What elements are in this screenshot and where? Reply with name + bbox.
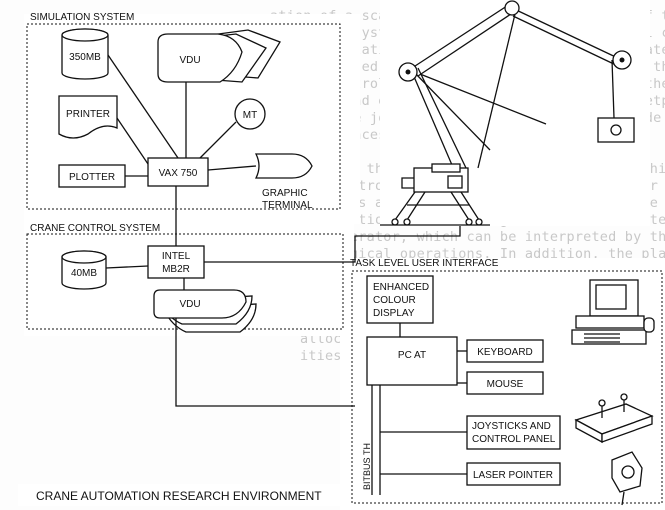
graphic-terminal-line2: TERMINAL <box>262 200 313 211</box>
caption-bg <box>18 484 348 506</box>
pc-workstation-illustration <box>571 279 655 345</box>
crane-vdu-label: VDU <box>179 299 200 310</box>
printer: PRINTER <box>58 95 118 139</box>
simulation-system-title: SIMULATION SYSTEM <box>30 12 134 23</box>
system-connections <box>105 186 461 407</box>
keyboard-label: KEYBOARD <box>477 347 533 358</box>
graphic-terminal: GRAPHIC TERMINAL <box>254 153 313 211</box>
crane-illustration <box>380 0 635 226</box>
intel-mb2r-computer: INTEL MB2R <box>147 245 205 279</box>
vax-750-computer: VAX 750 <box>147 157 209 187</box>
crane-vdu-monitor: VDU <box>153 289 257 333</box>
bitbus-label: BITBUS <box>362 457 372 490</box>
pc-at-computer: PC AT <box>366 336 458 386</box>
display-line2: COLOUR <box>373 295 416 306</box>
printer-label: PRINTER <box>66 109 110 120</box>
pc-at-label: PC AT <box>398 350 426 361</box>
plotter-label: PLOTTER <box>69 172 115 183</box>
vax-750-label: VAX 750 <box>159 168 198 179</box>
disk-350mb: 350MB <box>61 28 109 80</box>
task-connections <box>371 350 467 495</box>
joystick-panel-illustration <box>574 393 654 444</box>
disk-40mb: 40MB <box>61 250 107 290</box>
task-level-ui-region <box>351 270 663 504</box>
laser-pointer-device: LASER POINTER <box>466 462 561 486</box>
plotter: PLOTTER <box>58 164 126 188</box>
enhanced-colour-display: ENHANCED COLOUR DISPLAY <box>366 275 434 324</box>
laser-pointer-illustration <box>611 451 643 506</box>
vdu-label: VDU <box>179 55 200 66</box>
laser-pointer-label: LASER POINTER <box>473 470 553 481</box>
simulation-system-region <box>26 23 341 210</box>
mt-label: MT <box>243 110 257 121</box>
magnetic-tape: MT <box>234 98 266 130</box>
disk-40mb-label: 40MB <box>71 268 97 279</box>
display-line1: ENHANCED <box>373 282 429 293</box>
joysticks-control-panel: JOYSTICKS AND CONTROL PANEL <box>466 415 561 450</box>
mouse-device: MOUSE <box>466 371 544 395</box>
background-text-line: the operator, which can be interpreted b… <box>300 229 665 245</box>
intel-label-line2: MB2R <box>162 264 190 275</box>
joystick-line1: JOYSTICKS AND <box>472 421 551 432</box>
mouse-label: MOUSE <box>487 379 524 390</box>
simulation-connections <box>107 54 257 177</box>
vdu-monitor: VDU <box>157 29 281 83</box>
display-line3: DISPLAY <box>373 308 415 319</box>
joystick-line2: CONTROL PANEL <box>472 434 556 445</box>
bus-th-label: TH <box>362 443 372 455</box>
diagram-caption: CRANE AUTOMATION RESEARCH ENVIRONMENT <box>36 489 322 503</box>
task-level-ui-title: TASK LEVEL USER INTERFACE <box>350 258 499 269</box>
keyboard-device: KEYBOARD <box>466 339 544 363</box>
intel-label-line1: INTEL <box>162 251 191 262</box>
graphic-terminal-line1: GRAPHIC <box>262 188 308 199</box>
disk-350mb-label: 350MB <box>69 52 101 63</box>
crane-control-system-title: CRANE CONTROL SYSTEM <box>30 223 160 234</box>
